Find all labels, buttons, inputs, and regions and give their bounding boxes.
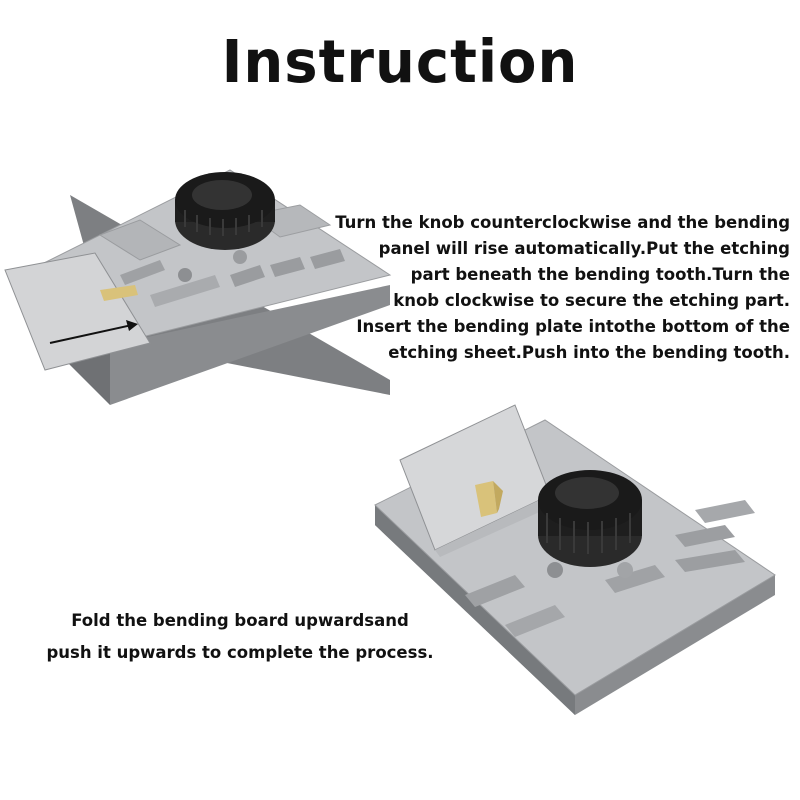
- instruction-line: etching sheet.Push into the bending toot…: [388, 343, 790, 362]
- instruction-line: push it upwards to complete the process.: [46, 643, 434, 662]
- instruction-line: knob clockwise to secure the etching par…: [393, 291, 790, 310]
- instruction-line: Fold the bending board upwardsand: [71, 611, 409, 630]
- bending-tool-illustration-2: [374, 404, 776, 715]
- instruction-line: part beneath the bending tooth.Turn the: [410, 265, 790, 284]
- instruction-line: panel will rise automatically.Put the et…: [378, 239, 790, 258]
- instruction-line: Insert the bending plate intothe bottom …: [356, 317, 790, 336]
- instruction-step-2: Fold the bending board upwardsand push i…: [20, 605, 460, 669]
- instruction-step-1: Turn the knob counterclockwise and the b…: [335, 210, 790, 366]
- instruction-line: Turn the knob counterclockwise and the b…: [335, 213, 790, 232]
- page-title: Instruction: [221, 28, 579, 97]
- bending-tool-illustration-1: [4, 169, 392, 405]
